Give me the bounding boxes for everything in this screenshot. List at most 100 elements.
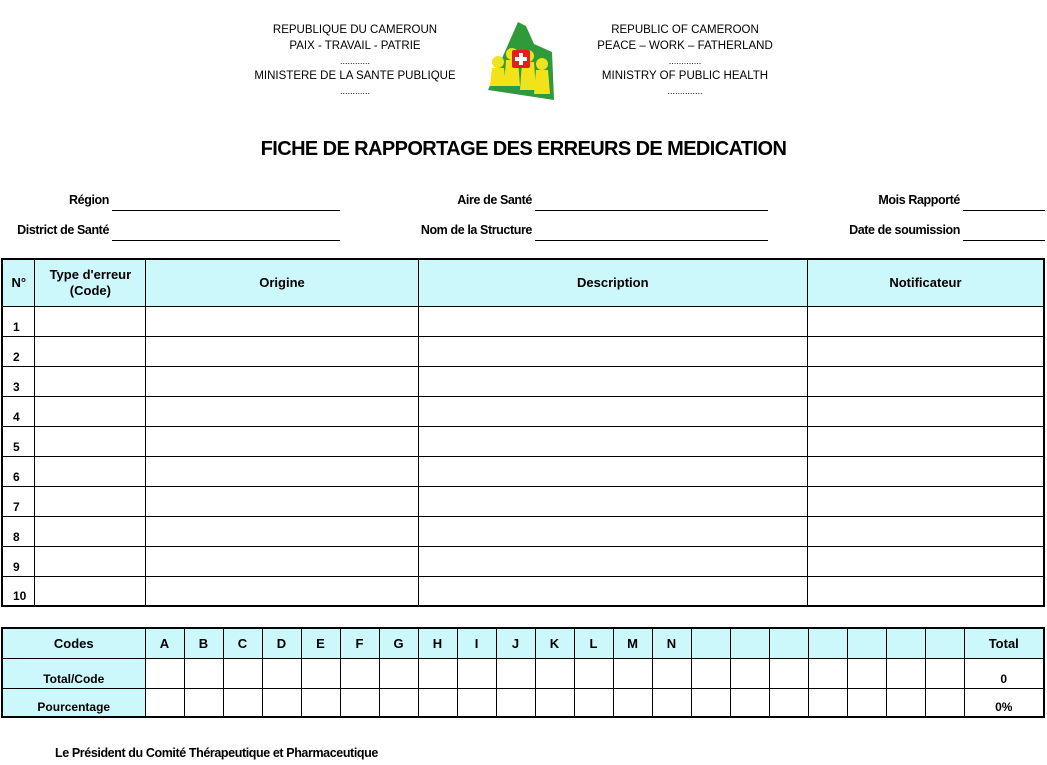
notificateur-cell[interactable]: [806, 425, 1045, 457]
mois-rapporte-label: Mois Rapporté: [878, 193, 960, 207]
table-row: 1: [1, 305, 1045, 337]
notificateur-cell[interactable]: [806, 485, 1045, 517]
col-origine-header: Origine: [145, 258, 419, 307]
percent-cell[interactable]: [924, 687, 965, 718]
count-cell[interactable]: [729, 657, 770, 689]
count-cell[interactable]: [690, 657, 731, 689]
notificateur-cell[interactable]: [806, 575, 1045, 607]
type-cell[interactable]: [34, 515, 147, 547]
percent-cell[interactable]: [339, 687, 380, 718]
count-cell[interactable]: [768, 657, 809, 689]
table-row: 5: [1, 425, 1045, 457]
origine-cell[interactable]: [145, 575, 419, 607]
count-cell[interactable]: [612, 657, 653, 689]
type-cell[interactable]: [34, 575, 147, 607]
structure-field[interactable]: [535, 240, 768, 241]
origine-cell[interactable]: [145, 305, 419, 337]
description-cell[interactable]: [417, 545, 808, 577]
origine-cell[interactable]: [145, 395, 419, 427]
origine-cell[interactable]: [145, 485, 419, 517]
count-cell[interactable]: [183, 657, 224, 689]
count-cell[interactable]: [261, 657, 302, 689]
percent-cell[interactable]: [807, 687, 848, 718]
percent-cell[interactable]: [495, 687, 536, 718]
notificateur-cell[interactable]: [806, 515, 1045, 547]
description-cell[interactable]: [417, 305, 808, 337]
percent-cell[interactable]: [651, 687, 692, 718]
type-cell[interactable]: [34, 455, 147, 487]
description-cell[interactable]: [417, 395, 808, 427]
count-cell[interactable]: [339, 657, 380, 689]
origine-cell[interactable]: [145, 335, 419, 367]
footer-signature-label: Le Président du Comité Thérapeutique et …: [55, 746, 378, 760]
origine-cell[interactable]: [145, 425, 419, 457]
pourcentage-label: Pourcentage: [1, 687, 146, 718]
type-cell[interactable]: [34, 425, 147, 457]
district-field[interactable]: [112, 240, 340, 241]
count-cell[interactable]: [924, 657, 965, 689]
mois-rapporte-field[interactable]: [963, 210, 1045, 211]
region-field[interactable]: [112, 210, 340, 211]
count-cell[interactable]: [534, 657, 575, 689]
percent-cell[interactable]: [690, 687, 731, 718]
origine-cell[interactable]: [145, 545, 419, 577]
percent-cell[interactable]: [183, 687, 224, 718]
type-cell[interactable]: [34, 305, 147, 337]
description-cell[interactable]: [417, 455, 808, 487]
notificateur-cell[interactable]: [806, 305, 1045, 337]
percent-cell[interactable]: [144, 687, 185, 718]
type-cell[interactable]: [34, 395, 147, 427]
count-cell[interactable]: [456, 657, 497, 689]
aire-sante-field[interactable]: [535, 210, 768, 211]
percent-cell[interactable]: [534, 687, 575, 718]
description-cell[interactable]: [417, 335, 808, 367]
percent-cell[interactable]: [456, 687, 497, 718]
percent-cell[interactable]: [846, 687, 887, 718]
description-cell[interactable]: [417, 485, 808, 517]
notificateur-cell[interactable]: [806, 395, 1045, 427]
notificateur-cell[interactable]: [806, 365, 1045, 397]
type-cell[interactable]: [34, 365, 147, 397]
header-left-line1: REPUBLIQUE DU CAMEROUN: [272, 24, 438, 36]
count-cell[interactable]: [885, 657, 926, 689]
count-cell[interactable]: [222, 657, 263, 689]
type-cell[interactable]: [34, 485, 147, 517]
region-label: Région: [69, 193, 109, 207]
date-soumission-field[interactable]: [963, 240, 1045, 241]
percent-cell[interactable]: [300, 687, 341, 718]
notificateur-cell[interactable]: [806, 545, 1045, 577]
percent-cell[interactable]: [768, 687, 809, 718]
total-code-value: 0: [963, 657, 1045, 689]
count-cell[interactable]: [144, 657, 185, 689]
description-cell[interactable]: [417, 515, 808, 547]
count-cell[interactable]: [417, 657, 458, 689]
notificateur-cell[interactable]: [806, 335, 1045, 367]
type-cell[interactable]: [34, 545, 147, 577]
count-cell[interactable]: [807, 657, 848, 689]
origine-cell[interactable]: [145, 365, 419, 397]
count-cell[interactable]: [300, 657, 341, 689]
count-cell[interactable]: [378, 657, 419, 689]
type-cell[interactable]: [34, 335, 147, 367]
percent-cell[interactable]: [222, 687, 263, 718]
count-cell[interactable]: [846, 657, 887, 689]
percent-cell[interactable]: [261, 687, 302, 718]
origine-cell[interactable]: [145, 455, 419, 487]
percent-cell[interactable]: [885, 687, 926, 718]
description-cell[interactable]: [417, 575, 808, 607]
origine-cell[interactable]: [145, 515, 419, 547]
row-number: 5: [1, 425, 36, 457]
codes-header-row: Codes A B C D E F G H I J K L M N Total: [1, 627, 1045, 659]
percent-cell[interactable]: [729, 687, 770, 718]
count-cell[interactable]: [573, 657, 614, 689]
notificateur-cell[interactable]: [806, 455, 1045, 487]
percent-cell[interactable]: [417, 687, 458, 718]
description-cell[interactable]: [417, 365, 808, 397]
count-cell[interactable]: [651, 657, 692, 689]
percent-cell[interactable]: [378, 687, 419, 718]
count-cell[interactable]: [495, 657, 536, 689]
percent-cell[interactable]: [573, 687, 614, 718]
description-cell[interactable]: [417, 425, 808, 457]
row-number: 7: [1, 485, 36, 517]
percent-cell[interactable]: [612, 687, 653, 718]
